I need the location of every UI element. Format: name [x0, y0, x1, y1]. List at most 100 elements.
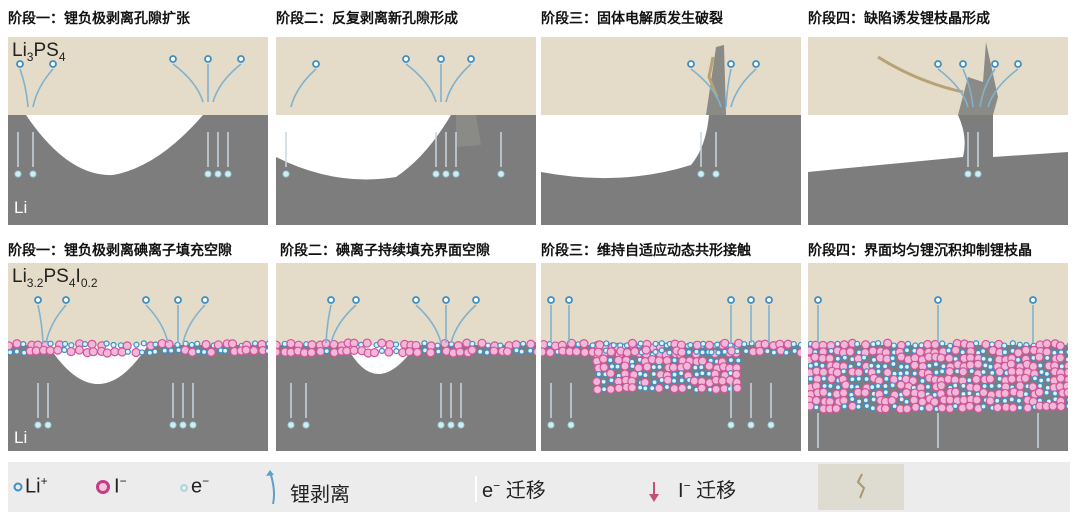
particle — [654, 383, 664, 393]
particle — [412, 347, 422, 358]
particle — [589, 342, 596, 349]
particle — [1043, 389, 1050, 396]
particle — [286, 338, 296, 349]
electron — [302, 421, 310, 429]
particle — [856, 398, 863, 405]
li-stripping-arrow — [290, 68, 317, 108]
particle — [692, 340, 702, 350]
particle — [1034, 387, 1044, 397]
particle — [666, 349, 673, 356]
particle — [8, 349, 14, 356]
li-ion — [174, 296, 182, 304]
title-r1-2: 阶段二：反复剥离新孔隙形成 — [276, 11, 458, 27]
particle — [699, 349, 706, 356]
particle — [307, 340, 317, 350]
li-ion — [727, 60, 735, 68]
particle — [164, 339, 174, 349]
anode-label-top: Li — [14, 198, 28, 217]
void — [808, 115, 1068, 172]
particle — [1058, 363, 1065, 370]
particle — [889, 382, 896, 389]
particle — [404, 346, 414, 357]
legend-electron: e− — [191, 474, 210, 498]
particle — [958, 367, 968, 377]
anode-label-bottom: Li — [14, 428, 28, 447]
particle — [808, 362, 814, 369]
particle — [903, 398, 910, 405]
electrolyte-layer — [8, 37, 268, 115]
title-r2-3: 阶段三：维持自适应动态共形接触 — [541, 243, 751, 259]
panel-row1-stage4 — [808, 37, 1068, 225]
particle — [265, 340, 268, 347]
particle — [854, 367, 864, 378]
particle — [579, 339, 589, 349]
particle — [828, 347, 835, 355]
electron — [964, 170, 972, 178]
li-ion — [814, 296, 822, 304]
particle — [875, 340, 882, 347]
particle — [627, 383, 637, 393]
particle — [898, 396, 905, 403]
particle — [971, 374, 981, 385]
electron — [437, 421, 445, 429]
particle — [306, 347, 317, 358]
panel-row2-stage3 — [541, 263, 801, 451]
electron — [457, 421, 465, 429]
particle — [714, 341, 721, 348]
particle — [939, 368, 946, 375]
particle — [849, 376, 856, 383]
particle — [973, 359, 983, 369]
particle — [1056, 402, 1066, 412]
legend-e-migration: e− 迁移 — [482, 478, 546, 502]
particle — [519, 340, 527, 347]
particle — [686, 384, 693, 391]
particle — [855, 403, 862, 410]
particle — [883, 367, 893, 378]
particle — [1043, 370, 1051, 378]
particle — [642, 362, 652, 372]
electron — [287, 421, 295, 429]
particle — [847, 401, 858, 411]
particle — [595, 340, 605, 350]
li-ion — [934, 296, 942, 304]
electron — [442, 170, 450, 178]
electron — [214, 170, 222, 178]
particle — [642, 372, 649, 379]
legend-li-ion: Li+ — [25, 474, 48, 498]
particle — [671, 357, 678, 364]
particle — [699, 370, 706, 377]
particle — [315, 346, 326, 357]
particle — [1063, 367, 1068, 377]
panel-row2-stage1 — [8, 263, 268, 451]
particle — [534, 341, 536, 347]
li-ion — [142, 296, 150, 304]
particle — [863, 375, 870, 383]
particle — [715, 349, 722, 356]
electron — [697, 170, 705, 178]
particle — [875, 368, 882, 375]
formula-li32ps4i02: Li3.2PS4I0.2 — [12, 266, 98, 290]
particle — [855, 361, 862, 368]
particle — [957, 403, 968, 413]
particle — [764, 348, 771, 355]
particle — [600, 386, 608, 393]
particle — [47, 340, 54, 347]
particle — [152, 341, 159, 348]
particle — [637, 340, 644, 347]
particle — [614, 383, 624, 393]
particle — [606, 368, 616, 379]
particle — [972, 395, 982, 405]
particle — [950, 387, 961, 397]
li-ion — [472, 296, 480, 304]
particle — [194, 340, 201, 347]
particle — [1055, 353, 1065, 363]
electrolyte-layer — [276, 37, 536, 115]
particle — [1007, 374, 1017, 384]
particle — [323, 348, 330, 355]
particle — [385, 339, 395, 350]
particle — [910, 360, 920, 370]
particle — [808, 375, 814, 382]
void — [541, 115, 709, 179]
particle — [227, 339, 238, 349]
li-stripping-arrow — [182, 304, 206, 344]
